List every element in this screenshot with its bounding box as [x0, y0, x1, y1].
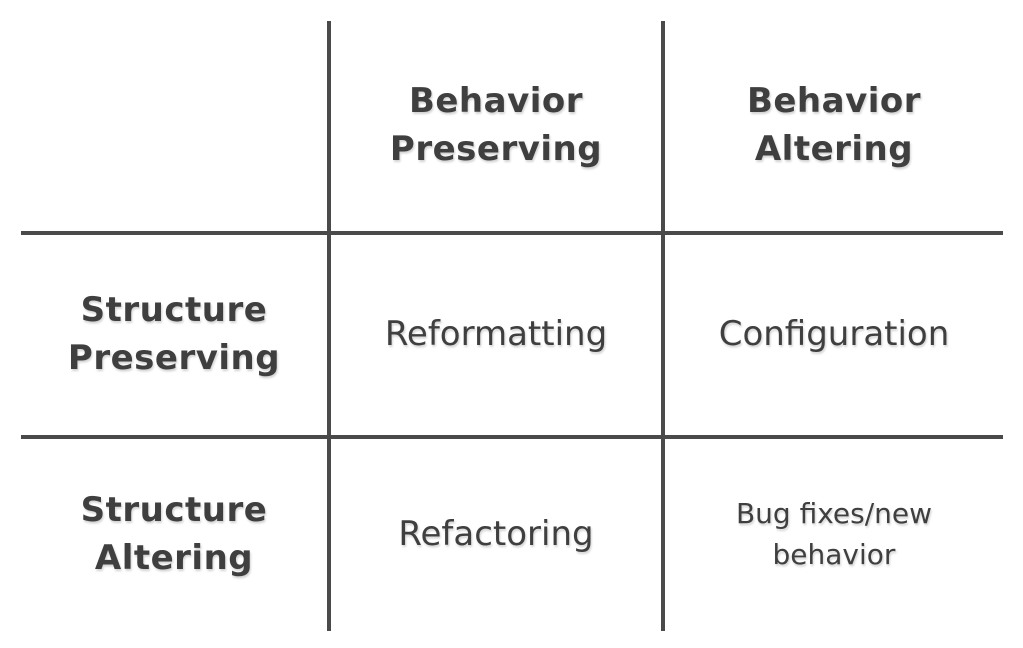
cell-bug-fixes-new-behavior: Bug fixes/new behavior [735, 497, 933, 571]
column-header-behavior-altering: Behavior Altering [665, 21, 1003, 235]
column-header-behavior-preserving: Behavior Preserving [331, 21, 665, 235]
corner-cell [21, 21, 331, 235]
cell-reformatting: Reformatting [331, 235, 665, 439]
change-type-matrix: Behavior Preserving Behavior Altering St… [21, 21, 1003, 631]
cell-configuration: Configuration [665, 235, 1003, 439]
row-header-structure-preserving: Structure Preserving [21, 235, 331, 439]
row-header-structure-altering: Structure Altering [21, 439, 331, 631]
cell-refactoring: Refactoring [331, 439, 665, 631]
